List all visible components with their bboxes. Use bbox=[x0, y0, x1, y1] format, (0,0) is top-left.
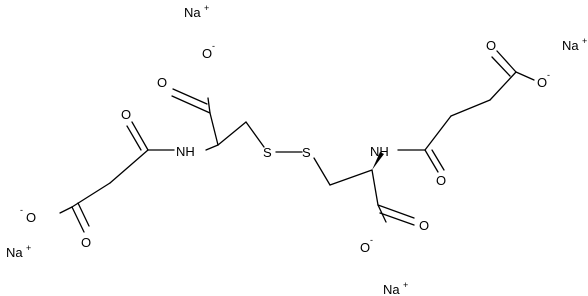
sodium-ion-bottom: Na + bbox=[383, 280, 408, 296]
svg-text:O: O bbox=[537, 75, 547, 90]
svg-text:Na: Na bbox=[6, 245, 23, 260]
svg-text:Na: Na bbox=[562, 38, 579, 53]
sodium-ion-right: Na + bbox=[562, 36, 587, 53]
svg-text:+: + bbox=[26, 243, 31, 253]
oxygen-carboxylate-bottom: O - bbox=[360, 235, 373, 255]
bond-lines bbox=[59, 50, 535, 233]
oxygen-amide-right: O bbox=[436, 173, 446, 188]
sodium-ion-left: Na + bbox=[6, 243, 31, 260]
svg-text:Na: Na bbox=[383, 282, 400, 296]
svg-text:-: - bbox=[212, 41, 215, 51]
oxygen-carbonyl-bottom-left: O bbox=[81, 235, 91, 250]
oxygen-carboxylate-top-right: O - bbox=[537, 70, 550, 90]
svg-text:O: O bbox=[202, 46, 212, 61]
svg-text:-: - bbox=[370, 235, 373, 245]
oxygen-carbonyl-top-right: O bbox=[486, 38, 496, 53]
svg-text:O: O bbox=[360, 240, 370, 255]
oxygen-amide-left: O bbox=[121, 107, 131, 122]
sulfur-left: S bbox=[263, 145, 272, 160]
svg-text:-: - bbox=[547, 70, 550, 80]
nitrogen-amide-right: NH bbox=[370, 144, 389, 159]
svg-text:+: + bbox=[403, 280, 408, 290]
sodium-ion-top: Na + bbox=[184, 3, 209, 20]
svg-text:+: + bbox=[582, 36, 587, 46]
sulfur-right: S bbox=[302, 145, 311, 160]
svg-text:O: O bbox=[26, 210, 36, 225]
oxygen-carboxylate-bottom-left: O - bbox=[20, 205, 36, 225]
svg-text:+: + bbox=[204, 3, 209, 13]
svg-text:Na: Na bbox=[184, 5, 201, 20]
svg-text:-: - bbox=[20, 205, 23, 215]
oxygen-carboxylate-top: O - bbox=[202, 41, 215, 61]
oxygen-carbonyl-top: O bbox=[157, 75, 167, 90]
nitrogen-amide-left: NH bbox=[176, 144, 195, 159]
oxygen-carbonyl-bottom: O bbox=[419, 218, 429, 233]
